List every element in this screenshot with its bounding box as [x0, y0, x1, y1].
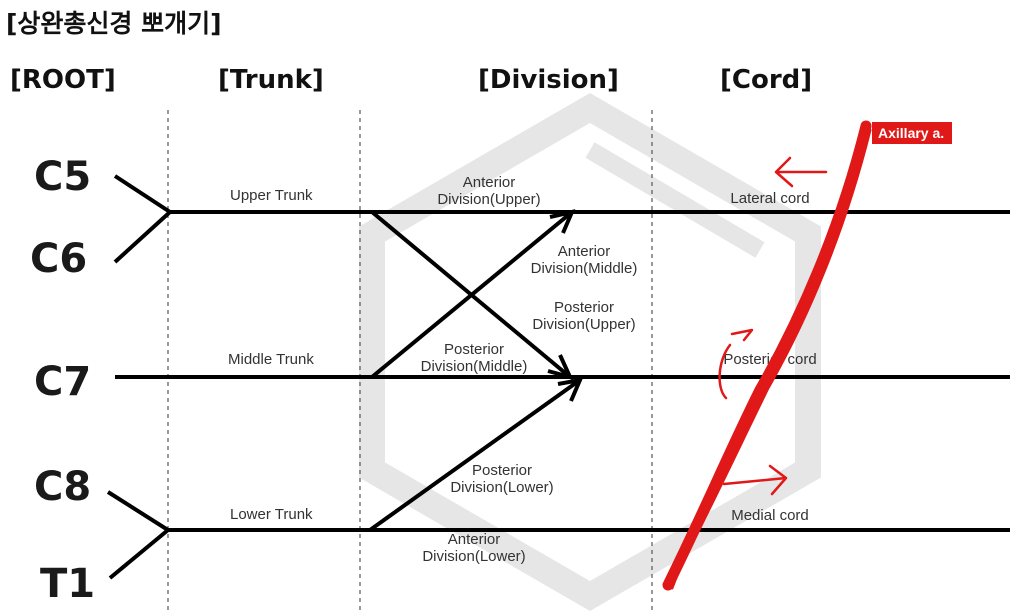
root-t1: T1 — [40, 561, 95, 607]
label-lower-trunk: Lower Trunk — [230, 506, 313, 523]
label-anterior-division-upper: Anterior Division(Upper) — [437, 174, 540, 208]
svg-text:Division(Middle): Division(Middle) — [421, 358, 528, 375]
arrowhead-anterior-middle — [549, 209, 576, 234]
root-c5: C5 — [34, 154, 91, 200]
svg-text:Anterior: Anterior — [448, 531, 501, 548]
axillary-artery-label: Axillary a. — [878, 125, 944, 141]
svg-text:Anterior: Anterior — [558, 243, 611, 260]
root-c7: C7 — [34, 359, 91, 405]
root-merge-upper — [113, 174, 174, 264]
label-anterior-division-lower: Anterior Division(Lower) — [422, 531, 525, 565]
arrowhead-posterior-lower — [557, 377, 584, 402]
lateral-cord-arrow — [774, 156, 828, 188]
arrowhead-posterior-upper — [547, 354, 574, 381]
label-anterior-division-middle: Anterior Division(Middle) — [531, 243, 638, 277]
label-middle-trunk: Middle Trunk — [228, 351, 314, 368]
header-division: [Division] — [478, 65, 619, 95]
posterior-cord-mark — [718, 328, 754, 400]
root-c8: C8 — [34, 464, 91, 510]
header-root: [ROOT] — [10, 65, 116, 95]
anterior-middle-line — [370, 210, 574, 379]
watermark-logo — [359, 92, 821, 612]
svg-text:Division(Upper): Division(Upper) — [532, 316, 635, 333]
axillary-artery-annotation: Axillary a. — [662, 120, 952, 591]
root-c6: C6 — [30, 236, 87, 282]
header-cord: [Cord] — [720, 65, 812, 95]
label-posterior-division-lower: Posterior Division(Lower) — [450, 462, 553, 496]
axillary-label-box — [872, 122, 952, 144]
medial-cord-arrow — [722, 464, 788, 496]
svg-text:Anterior: Anterior — [463, 174, 516, 191]
label-medial-cord: Medial cord — [731, 507, 809, 524]
root-merge-lower — [106, 490, 172, 580]
page-title: [상완총신경 뽀개기] — [6, 9, 222, 38]
svg-text:Posterior: Posterior — [554, 299, 614, 316]
svg-text:Division(Upper): Division(Upper) — [437, 191, 540, 208]
label-upper-trunk: Upper Trunk — [230, 187, 313, 204]
svg-text:Posterior: Posterior — [444, 341, 504, 358]
nerve-lines — [106, 174, 1010, 580]
label-posterior-division-upper: Posterior Division(Upper) — [532, 299, 635, 333]
posterior-lower-line — [368, 378, 582, 532]
svg-text:Posterior: Posterior — [472, 462, 532, 479]
label-posterior-division-middle: Posterior Division(Middle) — [421, 341, 528, 375]
header-trunk: [Trunk] — [218, 65, 324, 95]
label-posterior-cord: Posterior cord — [723, 351, 816, 368]
svg-text:Division(Lower): Division(Lower) — [422, 548, 525, 565]
svg-text:Division(Lower): Division(Lower) — [450, 479, 553, 496]
label-lateral-cord: Lateral cord — [730, 190, 809, 207]
svg-text:Division(Middle): Division(Middle) — [531, 260, 638, 277]
